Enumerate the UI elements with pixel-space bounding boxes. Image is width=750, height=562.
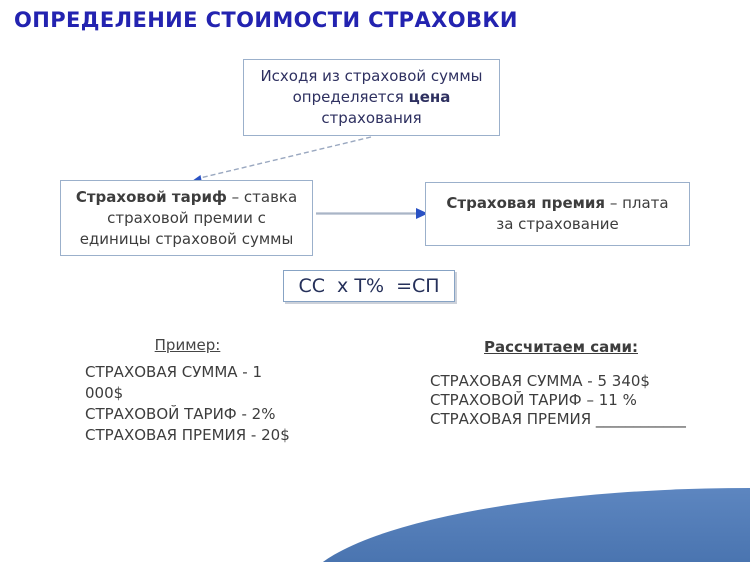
example-line: СТРАХОВОЙ ТАРИФ - 2%	[85, 405, 276, 423]
slide-title: ОПРЕДЕЛЕНИЕ СТОИМОСТИ СТРАХОВКИ	[14, 8, 518, 32]
self-calc-line: СТРАХОВАЯ СУММА - 5 340$	[430, 372, 650, 390]
formula-text: СС х Т% =СП	[298, 274, 440, 297]
definition-box-price-text: Исходя из страховой суммы определяется ц…	[252, 66, 491, 129]
price-text-before: Исходя из страховой суммы определяется	[260, 67, 483, 106]
price-text-bold: цена	[408, 88, 451, 106]
dashed-connector-line	[199, 136, 372, 179]
example-line: СТРАХОВАЯ СУММА - 1	[85, 363, 263, 381]
example-heading: Пример:	[154, 336, 221, 354]
premium-definition: – плата за страхование	[496, 194, 669, 233]
example-line: 000$	[85, 384, 124, 402]
premium-term: Страховая премия	[446, 194, 606, 212]
self-calc-line: СТРАХОВАЯ ПРЕМИЯ ____________	[430, 410, 686, 428]
definition-box-premium-text: Страховая премия – плата за страхование	[444, 193, 671, 235]
definition-box-tariff-text: Страховой тариф – ставка страховой преми…	[71, 187, 302, 250]
definition-box-premium: Страховая премия – плата за страхование	[425, 182, 690, 246]
definition-box-price: Исходя из страховой суммы определяется ц…	[243, 59, 500, 136]
price-text-after: страхования	[321, 109, 422, 127]
self-calc-list: СТРАХОВАЯ СУММА - 5 340$ СТРАХОВОЙ ТАРИФ…	[430, 372, 686, 429]
tariff-definition: – ставка страховой премии с единицы стра…	[79, 187, 298, 248]
definition-box-tariff: Страховой тариф – ставка страховой преми…	[60, 180, 313, 256]
example-list: СТРАХОВАЯ СУММА - 1 000$ СТРАХОВОЙ ТАРИФ…	[85, 362, 290, 446]
example-line: СТРАХОВАЯ ПРЕМИЯ - 20$	[85, 426, 290, 444]
self-calc-heading: Рассчитаем сами:	[484, 338, 638, 356]
tariff-term: Страховой тариф	[75, 187, 227, 206]
formula-box: СС х Т% =СП	[283, 270, 455, 302]
decorative-ellipse	[300, 488, 750, 562]
self-calc-line: СТРАХОВОЙ ТАРИФ – 11 %	[430, 391, 637, 409]
